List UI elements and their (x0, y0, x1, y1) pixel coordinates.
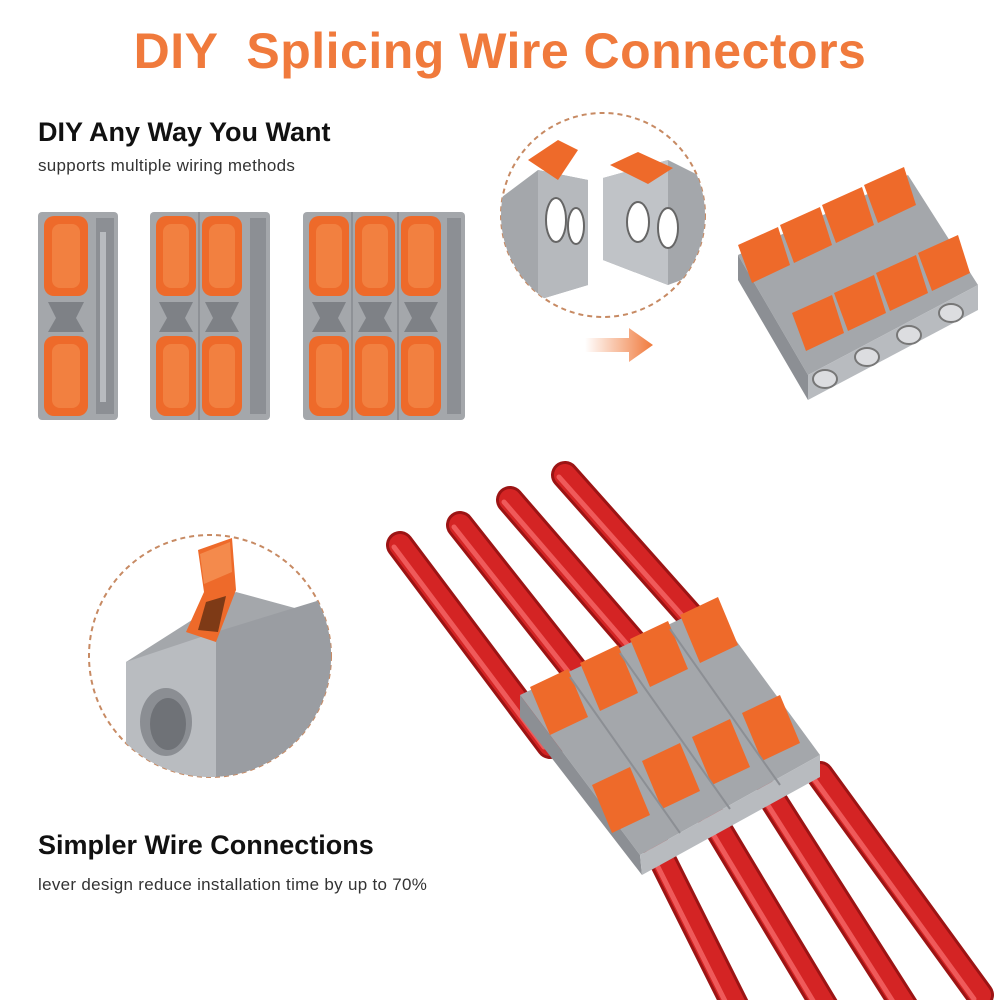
section-heading-diy: DIY Any Way You Want (38, 117, 331, 147)
lever-closeup (88, 534, 332, 778)
assembled-connector (738, 167, 978, 400)
arrow-right-icon (585, 328, 653, 362)
connector-group-single (38, 212, 118, 420)
page-title: DIY Splicing Wire Connectors (133, 23, 867, 79)
connector-group-double (150, 212, 270, 420)
wired-connector (386, 461, 994, 1000)
connector-group-triple (303, 212, 465, 420)
section-subheading-diy: supports multiple wiring methods (38, 156, 296, 175)
section-heading-simpler: Simpler Wire Connections (38, 830, 374, 860)
section-subheading-simpler: lever design reduce installation time by… (38, 875, 428, 894)
connector-snap-detail (500, 112, 706, 318)
